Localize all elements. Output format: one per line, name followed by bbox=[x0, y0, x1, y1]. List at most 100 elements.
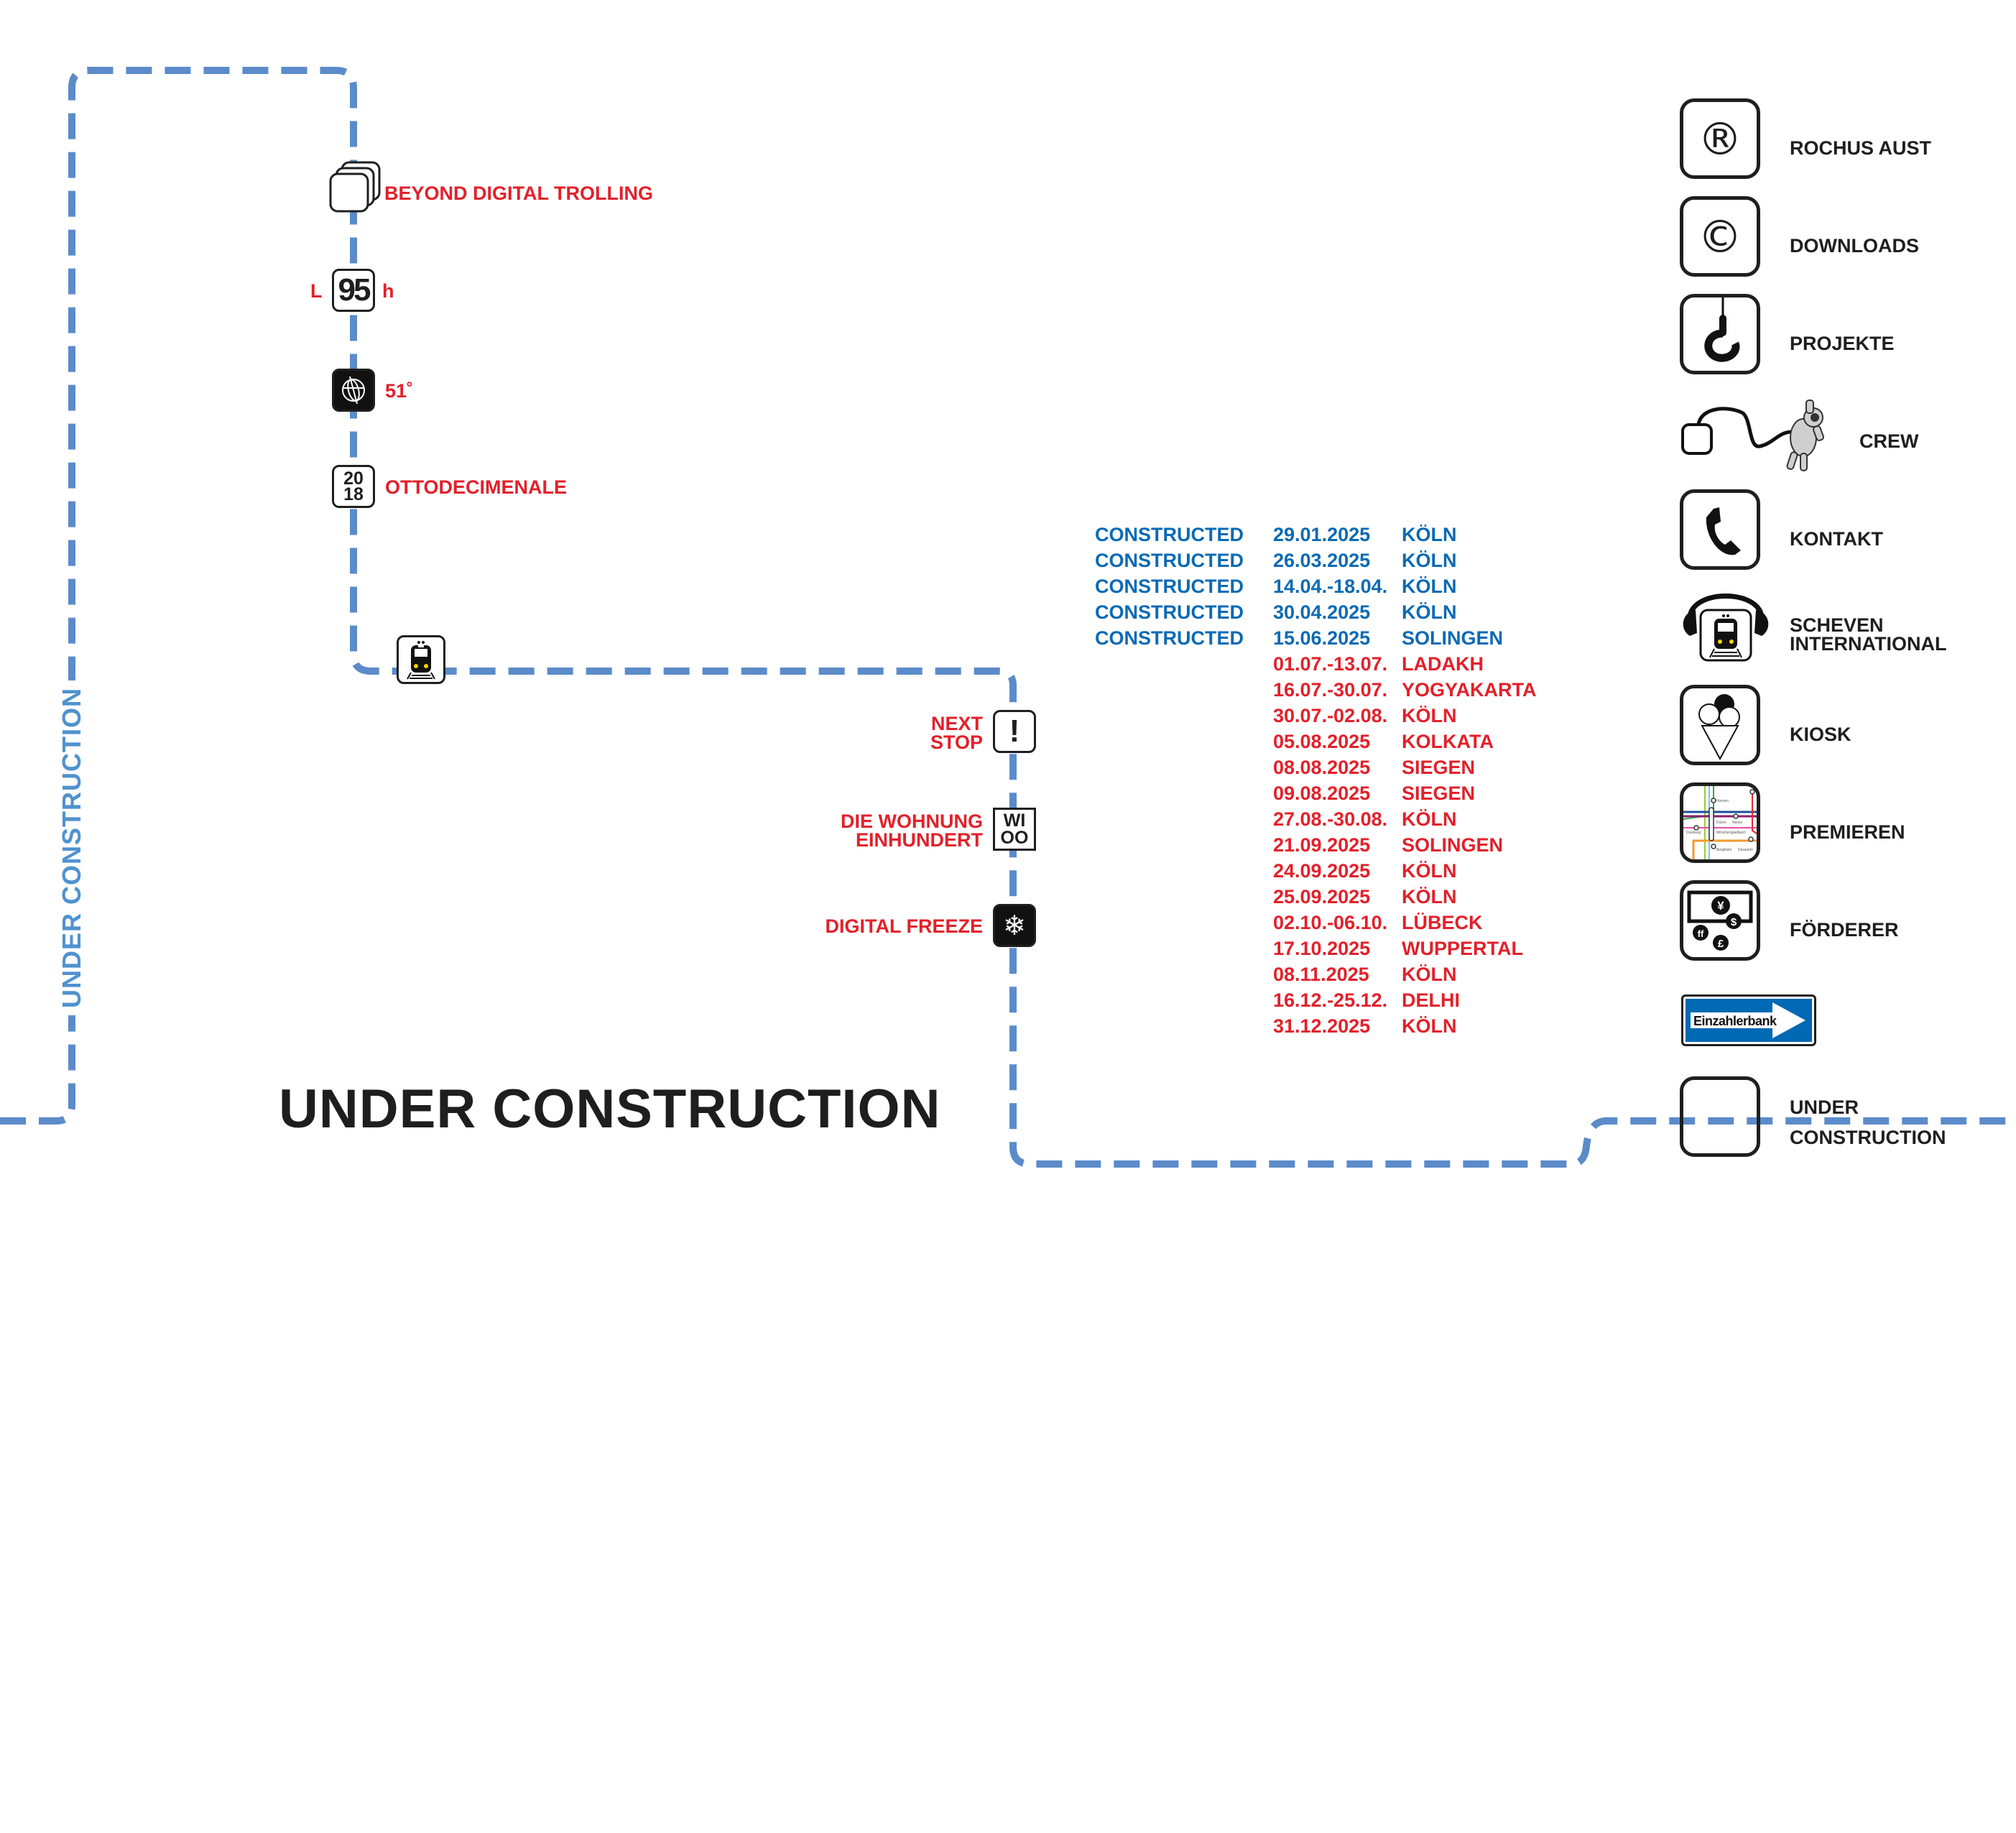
event-city: SIEGEN bbox=[1402, 782, 1476, 804]
event-status: CONSTRUCTED bbox=[1095, 601, 1244, 623]
event-city: KÖLN bbox=[1402, 1015, 1457, 1037]
nav-label-line1: UNDER bbox=[1790, 1096, 1859, 1118]
event-city: KÖLN bbox=[1402, 524, 1457, 545]
event-status: CONSTRUCTED bbox=[1095, 524, 1244, 545]
event-date: 16.07.-30.07. bbox=[1273, 679, 1388, 701]
exclamation-icon: ! bbox=[993, 710, 1036, 753]
nav-premieren[interactable]: Viersen Düren Neuss Duisburg Mönchenglad… bbox=[1680, 782, 2010, 869]
wi-oo-icon: WI OO bbox=[993, 808, 1036, 851]
nav-under-construction[interactable]: UNDER CONSTRUCTION bbox=[1680, 1076, 2010, 1163]
stacked-cards-icon bbox=[329, 161, 381, 213]
event-city: LADAKH bbox=[1402, 653, 1484, 675]
event-city: KÖLN bbox=[1402, 705, 1457, 726]
event-date: 30.07.-02.08. bbox=[1273, 705, 1388, 726]
stop-beyond-digital-trolling[interactable]: BEYOND DIGITAL TROLLING bbox=[329, 160, 674, 217]
next-stop-line2: STOP bbox=[930, 731, 983, 753]
event-date: 17.10.2025 bbox=[1273, 938, 1371, 959]
wohnung-line2: EINHUNDERT bbox=[855, 829, 983, 851]
stop-next-stop[interactable]: NEXT STOP ! bbox=[912, 710, 1036, 754]
event-date: 26.03.2025 bbox=[1273, 550, 1371, 571]
ice-cream-icon bbox=[1680, 685, 1760, 765]
digital-freeze-label: DIGITAL FREEZE bbox=[825, 915, 983, 937]
vertical-under-construction-label: UNDER CONSTRUCTION bbox=[57, 680, 87, 1015]
registered-icon: ® bbox=[1680, 98, 1760, 179]
event-city: KÖLN bbox=[1402, 550, 1457, 571]
event-date: 30.04.2025 bbox=[1273, 601, 1371, 623]
event-date: 08.11.2025 bbox=[1273, 964, 1369, 985]
event-city: KÖLN bbox=[1402, 601, 1457, 623]
nav-label: PREMIEREN bbox=[1790, 821, 1905, 843]
page-title: UNDER CONSTRUCTION bbox=[279, 1079, 941, 1140]
event-city: KÖLN bbox=[1402, 964, 1457, 985]
event-status: CONSTRUCTED bbox=[1095, 576, 1244, 597]
svg-text:ff: ff bbox=[1698, 928, 1704, 939]
stop-ottodecimenale[interactable]: 20 18 OTTODECIMENALE bbox=[332, 465, 591, 509]
event-date: 14.04.-18.04. bbox=[1273, 576, 1388, 597]
stop-digital-freeze[interactable]: DIGITAL FREEZE ❄ bbox=[805, 904, 1036, 948]
event-city: KÖLN bbox=[1402, 886, 1457, 908]
stop-label: BEYOND DIGITAL TROLLING bbox=[384, 183, 653, 204]
event-city: SOLINGEN bbox=[1402, 627, 1504, 649]
svg-text:$: $ bbox=[1731, 916, 1737, 928]
event-date: 31.12.2025 bbox=[1273, 1015, 1371, 1037]
event-status: CONSTRUCTED bbox=[1095, 627, 1244, 649]
snowflake-icon: ❄ bbox=[993, 904, 1036, 947]
stop-l95h[interactable]: L 95 h bbox=[309, 269, 410, 313]
year-2018-icon: 20 18 bbox=[332, 465, 375, 508]
wohnung-line1: DIE WOHNUNG bbox=[841, 811, 983, 832]
event-date: 01.07.-13.07. bbox=[1273, 653, 1388, 675]
event-city: SOLINGEN bbox=[1402, 834, 1504, 856]
astronaut-icon bbox=[1681, 400, 1824, 471]
nav-label: FÖRDERER bbox=[1790, 919, 1899, 941]
l95h-prefix: L bbox=[310, 280, 323, 302]
nav-kontakt[interactable]: KONTAKT bbox=[1680, 489, 2010, 576]
event-city: KÖLN bbox=[1402, 860, 1457, 882]
map-label: Düsseldo bbox=[1738, 848, 1753, 852]
map-label: Düren bbox=[1716, 821, 1726, 825]
nav-crew[interactable]: CREW bbox=[1680, 392, 2010, 478]
number-95-icon: 95 bbox=[332, 269, 375, 312]
nav-label: ROCHUS AUST bbox=[1790, 137, 1932, 159]
nav-scheven-international[interactable]: SCHEVEN INTERNATIONAL bbox=[1680, 587, 2010, 673]
event-status: CONSTRUCTED bbox=[1095, 550, 1244, 571]
einzahlerbank-label: Einzahlerbank bbox=[1693, 1014, 1777, 1028]
svg-text:¥: ¥ bbox=[1717, 899, 1724, 913]
nav-label-line2: CONSTRUCTION bbox=[1790, 1127, 1946, 1148]
nav-label: CREW bbox=[1859, 430, 1919, 452]
nav-label-line1: SCHEVEN bbox=[1790, 614, 1884, 636]
stop-die-wohnung-einhundert[interactable]: DIE WOHNUNG EINHUNDERT WI OO bbox=[819, 808, 1036, 852]
currency-icon: ¥ $ ff £ bbox=[1680, 880, 1760, 961]
map-label: Mönchengladbach bbox=[1716, 831, 1746, 835]
nav-rochus-aust[interactable]: ® ROCHUS AUST bbox=[1680, 98, 2010, 185]
crane-hook-icon bbox=[1680, 294, 1760, 374]
blank-square-icon bbox=[1680, 1076, 1760, 1157]
event-date: 24.09.2025 bbox=[1273, 860, 1371, 882]
event-city: DELHI bbox=[1402, 989, 1460, 1011]
map-label: Bergheim bbox=[1716, 848, 1731, 852]
nav-foerderer[interactable]: ¥ $ ff £ FÖRDERER bbox=[1680, 880, 2010, 966]
stop-globe-51[interactable]: 51˚ bbox=[332, 369, 433, 413]
globe-degree-label: 51˚ bbox=[385, 380, 414, 402]
arrow-right-icon bbox=[1691, 1002, 1805, 1038]
headphones-train-icon bbox=[1683, 594, 1769, 662]
event-date: 15.06.2025 bbox=[1273, 627, 1371, 649]
event-date: 29.01.2025 bbox=[1273, 524, 1371, 545]
event-date: 08.08.2025 bbox=[1273, 757, 1371, 778]
event-city: KÖLN bbox=[1402, 576, 1457, 597]
copyright-icon: © bbox=[1680, 196, 1760, 277]
nav-kiosk[interactable]: KIOSK bbox=[1680, 685, 2010, 771]
event-city: WUPPERTAL bbox=[1402, 938, 1523, 959]
l95h-suffix: h bbox=[382, 280, 394, 302]
event-city: KOLKATA bbox=[1402, 731, 1494, 752]
einzahlerbank-sign-button[interactable]: Einzahlerbank bbox=[1681, 994, 1816, 1046]
globe-icon bbox=[332, 369, 375, 412]
nav-downloads[interactable]: © DOWNLOADS bbox=[1680, 196, 2010, 282]
svg-text:£: £ bbox=[1718, 938, 1724, 950]
map-label: Neuss bbox=[1732, 821, 1743, 825]
train-stop-icon[interactable] bbox=[397, 635, 445, 684]
nav-label: DOWNLOADS bbox=[1790, 235, 1919, 257]
event-date: 16.12.-25.12. bbox=[1273, 989, 1388, 1011]
nav-projekte[interactable]: PROJEKTE bbox=[1680, 294, 2010, 380]
nav-label: KIOSK bbox=[1790, 724, 1851, 745]
